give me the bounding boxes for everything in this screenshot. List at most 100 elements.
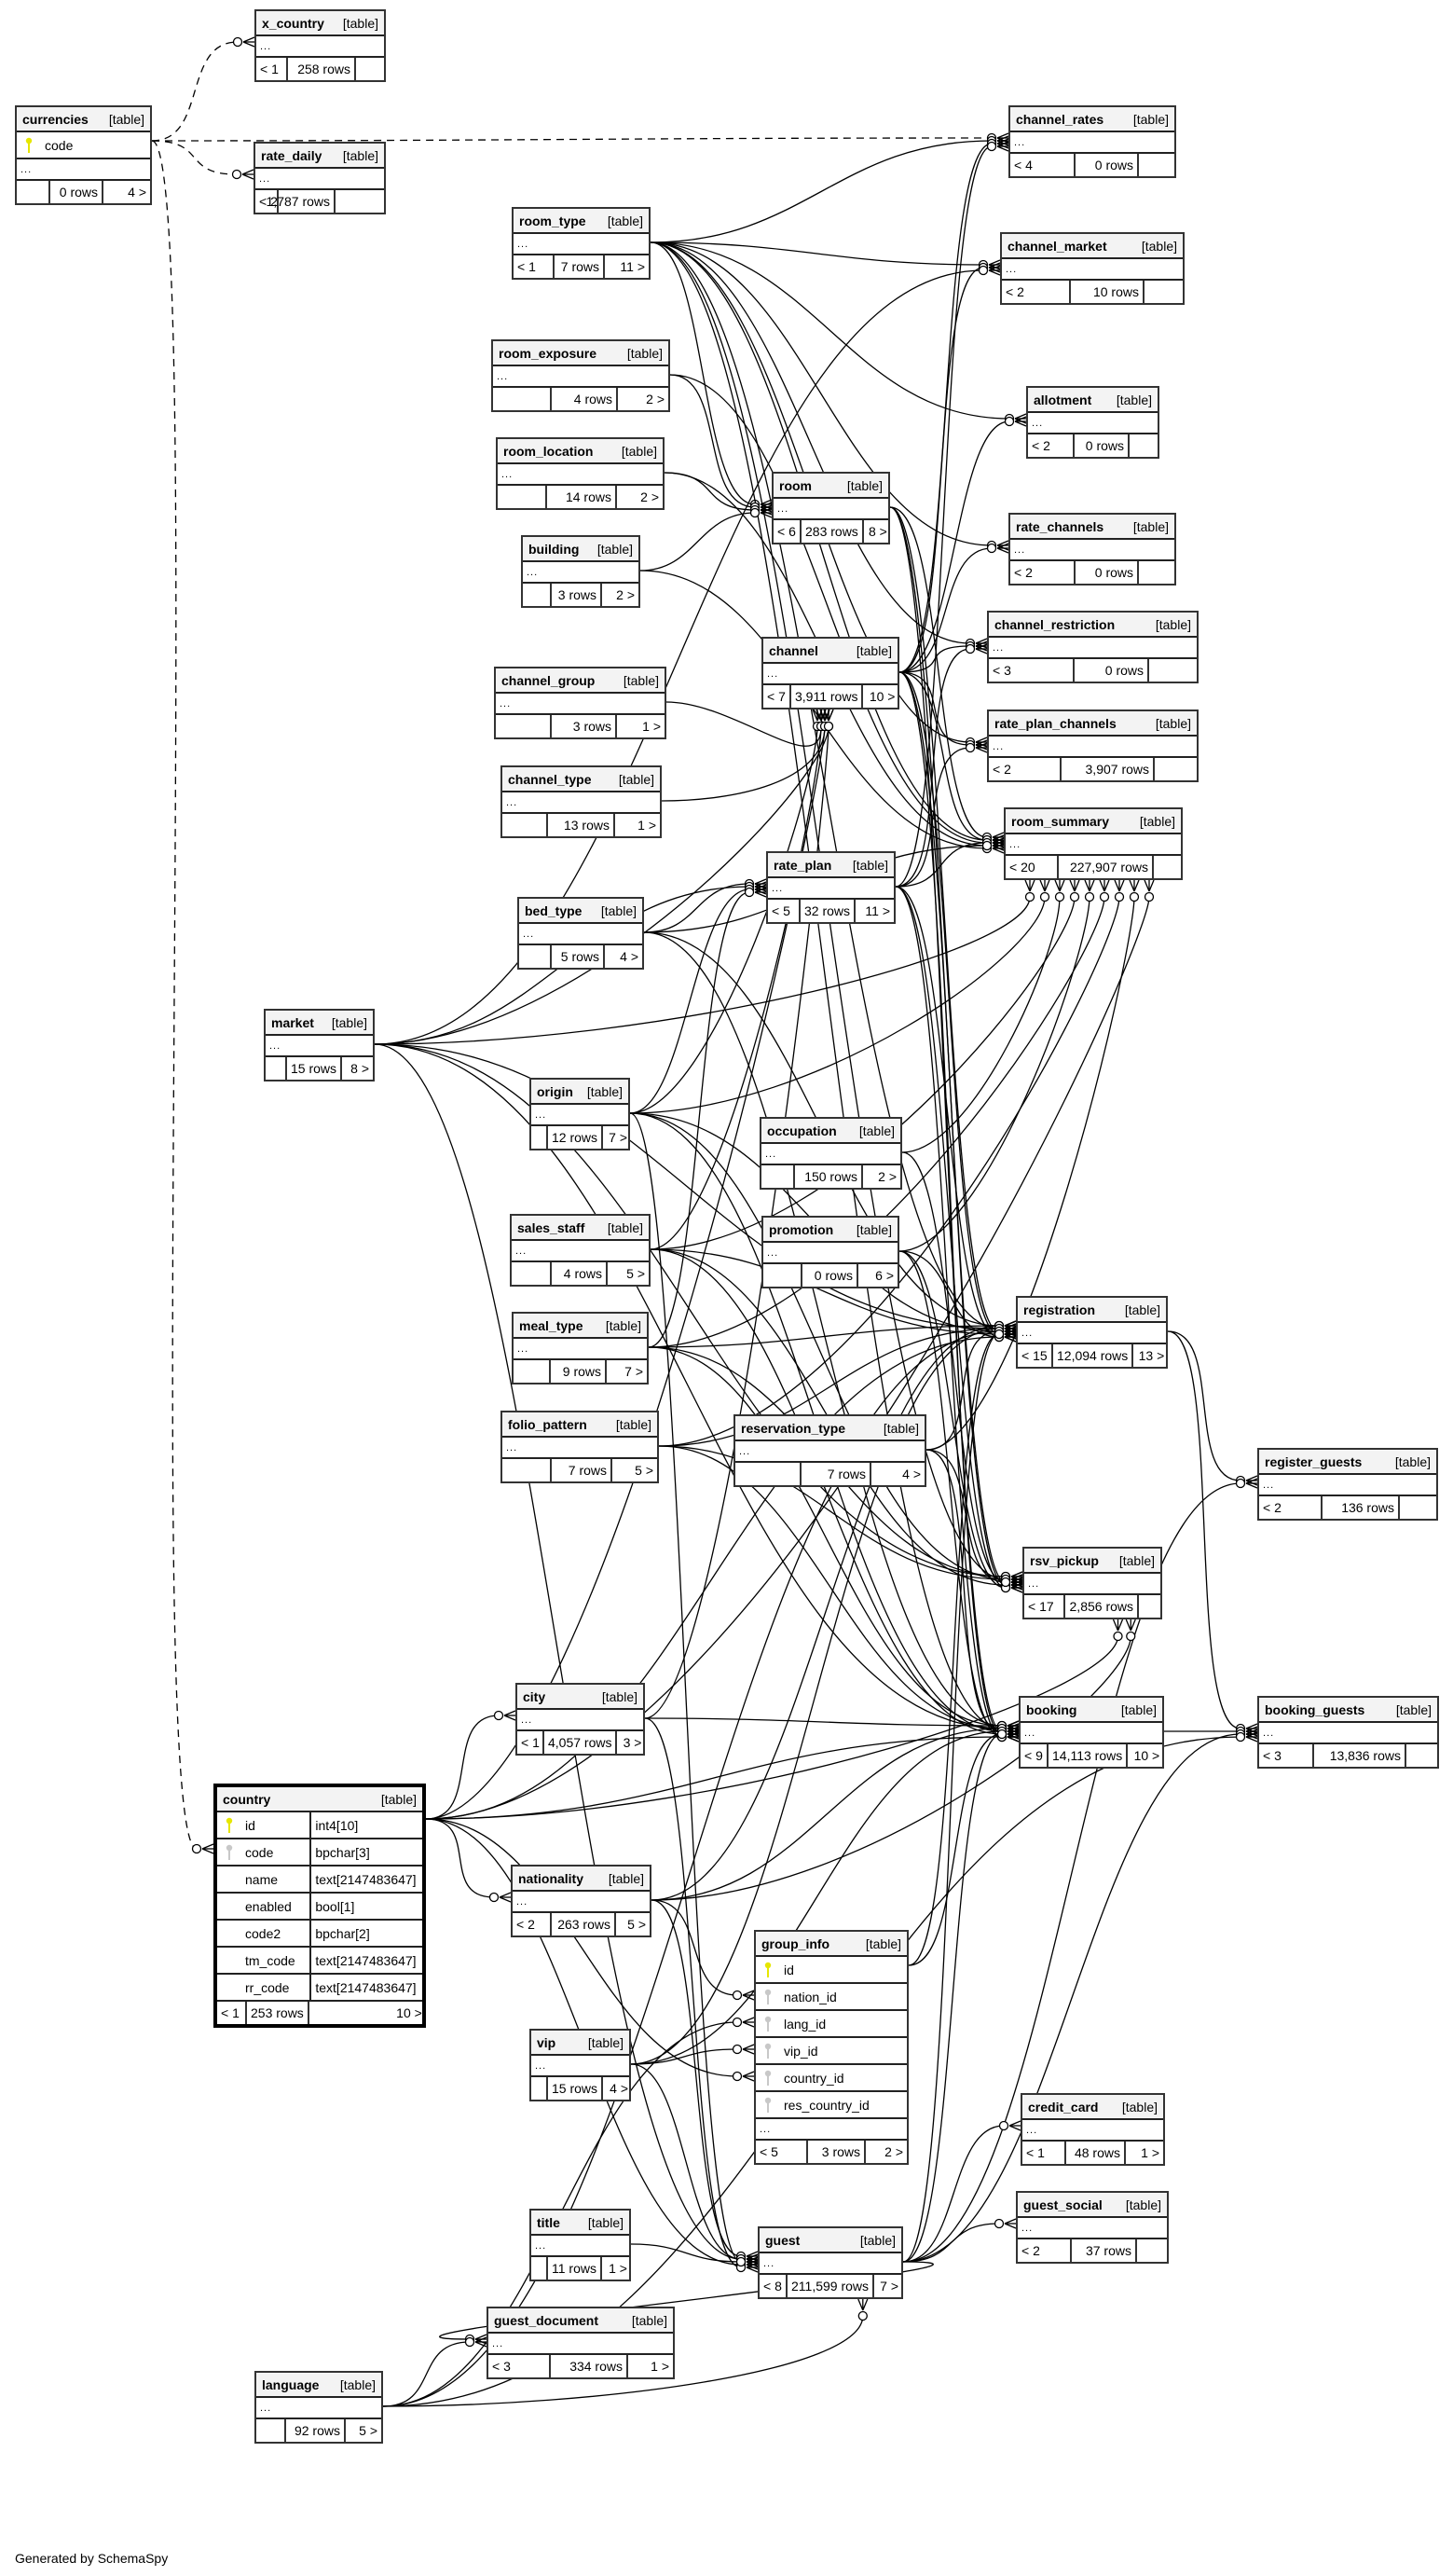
table-header[interactable]: rate_daily[table] [255, 144, 384, 169]
parent-count-link[interactable] [514, 1360, 551, 1383]
parent-count-link[interactable] [531, 2257, 548, 2280]
parent-count-link[interactable]: < 3 [989, 659, 1075, 682]
table-name[interactable]: guest [765, 2232, 801, 2248]
child-count-link[interactable] [1155, 758, 1197, 780]
table-name[interactable]: credit_card [1028, 2099, 1099, 2115]
table-header[interactable]: room[table] [774, 474, 888, 499]
parent-count-link[interactable]: < 5 [756, 2141, 808, 2163]
table-name[interactable]: guest_social [1023, 2197, 1103, 2212]
parent-count-link[interactable]: < 1 [1022, 2142, 1066, 2164]
parent-count-link[interactable] [496, 715, 552, 737]
table-name[interactable]: room_location [503, 443, 594, 459]
child-count-link[interactable] [1139, 1595, 1160, 1618]
child-count-link[interactable] [1400, 1496, 1436, 1519]
parent-count-link[interactable]: < 1 [514, 255, 555, 278]
parent-count-link[interactable] [502, 814, 548, 836]
table-name[interactable]: registration [1023, 1302, 1096, 1317]
table-name[interactable]: channel [769, 642, 818, 658]
table-name[interactable]: channel_group [501, 672, 596, 688]
child-count-link[interactable] [1139, 154, 1174, 176]
child-count-link[interactable]: 1 > [651, 2359, 669, 2374]
child-count-link[interactable]: 10 > [869, 689, 896, 704]
child-count-link[interactable] [1130, 434, 1158, 457]
child-count-link[interactable]: 7 > [880, 2279, 899, 2294]
table-header[interactable]: channel_market[table] [1002, 234, 1183, 259]
parent-count-link[interactable] [256, 2419, 286, 2442]
table-header[interactable]: promotion[table] [763, 1218, 898, 1243]
parent-count-link[interactable]: < 5 [768, 900, 801, 922]
child-count-link[interactable]: 1 > [609, 2261, 627, 2276]
parent-count-link[interactable]: < 3 [1259, 1744, 1314, 1767]
table-header[interactable]: language[table] [256, 2373, 381, 2398]
child-count-link[interactable]: 2 > [616, 587, 635, 602]
parent-count-link[interactable]: < 6 [774, 520, 802, 543]
parent-count-link[interactable]: < 4 [1010, 154, 1076, 176]
parent-count-link[interactable]: < 8 [760, 2275, 788, 2297]
parent-count-link[interactable] [531, 2077, 548, 2100]
table-name[interactable]: rate_channels [1016, 518, 1104, 534]
parent-count-link[interactable] [763, 1264, 802, 1287]
child-count-link[interactable] [1406, 1744, 1437, 1767]
parent-count-link[interactable] [266, 1057, 287, 1080]
table-header[interactable]: sales_staff[table] [512, 1216, 649, 1241]
table-name[interactable]: group_info [761, 1935, 830, 1951]
table-header[interactable]: booking[table] [1021, 1698, 1162, 1723]
child-count-link[interactable]: 8 > [350, 1061, 370, 1076]
child-count-link[interactable]: 2 > [640, 489, 659, 504]
table-name[interactable]: channel_restriction [994, 616, 1116, 632]
table-header[interactable]: origin[table] [531, 1080, 628, 1105]
parent-count-link[interactable]: < 1 [217, 2002, 247, 2024]
parent-count-link[interactable] [523, 584, 552, 606]
parent-count-link[interactable]: < 2 [1010, 561, 1076, 584]
column-row[interactable]: lang_id [756, 2011, 907, 2038]
table-header[interactable]: channel_group[table] [496, 668, 665, 694]
table-header[interactable]: room_exposure[table] [493, 341, 668, 366]
table-name[interactable]: bed_type [525, 902, 583, 918]
table-name[interactable]: nationality [518, 1870, 584, 1886]
table-name[interactable]: register_guests [1265, 1453, 1363, 1469]
table-name[interactable]: title [537, 2214, 560, 2230]
child-count-link[interactable]: 1 > [1141, 2145, 1159, 2160]
table-name[interactable]: city [523, 1688, 546, 1704]
child-count-link[interactable]: 7 > [624, 1364, 643, 1379]
parent-count-link[interactable]: < 1 [256, 58, 288, 80]
child-count-link[interactable]: 10 > [1133, 1748, 1160, 1763]
table-header[interactable]: guest_document[table] [488, 2308, 673, 2334]
column-row[interactable]: nation_id [756, 1984, 907, 2011]
parent-count-link[interactable] [17, 181, 50, 203]
table-name[interactable]: allotment [1034, 392, 1092, 407]
parent-count-link[interactable] [519, 945, 552, 968]
table-header[interactable]: guest[table] [760, 2228, 901, 2253]
table-name[interactable]: booking_guests [1265, 1701, 1365, 1717]
column-row[interactable]: res_country_id [756, 2092, 907, 2119]
table-name[interactable]: x_country [262, 15, 324, 31]
table-header[interactable]: group_info[table] [756, 1932, 907, 1957]
column-row[interactable]: id [756, 1957, 907, 1984]
table-header[interactable]: reservation_type[table] [735, 1416, 925, 1441]
parent-count-link[interactable] [512, 1262, 552, 1285]
table-header[interactable]: country[table] [217, 1787, 422, 1812]
child-count-link[interactable] [356, 58, 384, 80]
table-header[interactable]: register_guests[table] [1259, 1450, 1436, 1475]
